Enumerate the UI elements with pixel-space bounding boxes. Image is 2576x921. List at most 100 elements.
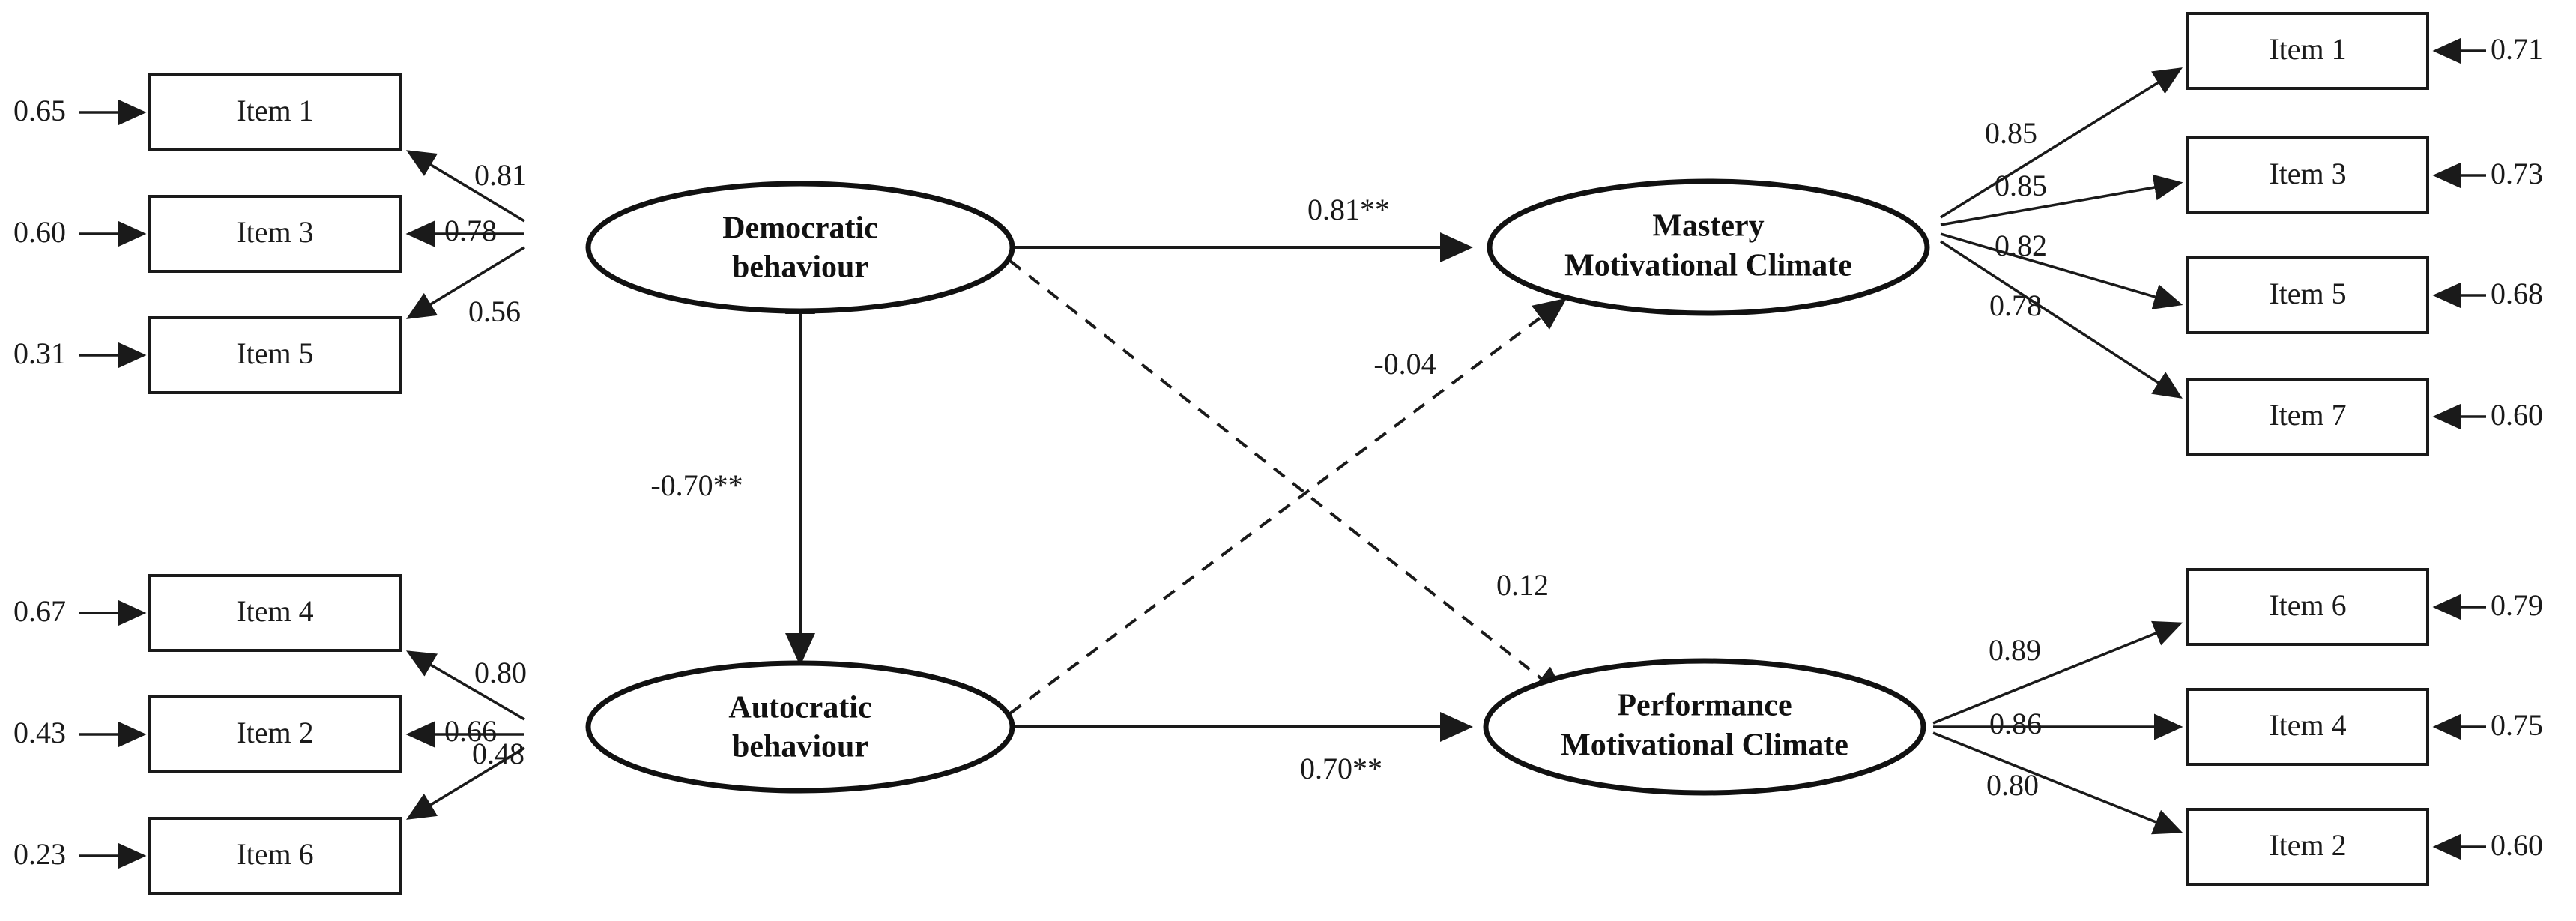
- indicator-box[interactable]: [2186, 688, 2429, 766]
- path-line: [1009, 298, 1567, 715]
- indicator-mastery-2[interactable]: Item 5 0.68 0.82: [1940, 229, 2543, 334]
- latent-label-line2: Motivational Climate: [1564, 249, 1852, 283]
- loading-arrow: [1940, 240, 2183, 399]
- loading-arrow: [406, 246, 525, 319]
- indicator-label: Item 6: [236, 837, 313, 871]
- loading-value: 0.81: [474, 158, 527, 192]
- path-coefficient: -0.70**: [650, 468, 743, 502]
- error-value: 0.60: [13, 215, 66, 249]
- loading-arrow: [1940, 232, 2183, 309]
- loading-value: 0.56: [468, 295, 521, 328]
- path-auto-mastery[interactable]: -0.04: [1009, 298, 1567, 715]
- loading-arrow: [1932, 731, 2183, 835]
- indicator-box[interactable]: [148, 695, 402, 773]
- loading-value: 0.80: [1986, 768, 2039, 802]
- indicator-performance-0[interactable]: Item 6 0.79 0.89: [1932, 568, 2543, 725]
- indicator-box[interactable]: [148, 316, 402, 394]
- indicator-box[interactable]: [2186, 136, 2429, 214]
- latent-label-line1: Autocratic: [728, 691, 871, 725]
- latent-ellipse[interactable]: [1487, 178, 1930, 316]
- loading-arrow: [405, 150, 525, 223]
- error-value: 0.79: [2491, 588, 2543, 622]
- error-value: 0.60: [2491, 828, 2543, 862]
- latent-ellipse[interactable]: [585, 181, 1015, 314]
- loading-arrow: [1940, 174, 2183, 226]
- indicator-label: Item 1: [2269, 32, 2346, 66]
- loading-arrow: [1932, 620, 2183, 725]
- loading-arrow: [405, 650, 525, 721]
- indicator-label: Item 5: [2269, 277, 2346, 310]
- loading-value: 0.48: [472, 737, 524, 770]
- indicator-autocratic-1[interactable]: Item 2 0.43 0.66: [13, 695, 524, 773]
- latent-performance[interactable]: Performance Motivational Climate: [1483, 658, 1926, 796]
- indicator-label: Item 3: [236, 215, 313, 249]
- indicator-box[interactable]: [2186, 808, 2429, 886]
- loading-value: 0.66: [444, 714, 497, 748]
- path-dem-performance[interactable]: 0.12: [1009, 259, 1567, 699]
- path-coefficient: 0.81**: [1307, 193, 1390, 226]
- latent-mastery[interactable]: Mastery Motivational Climate: [1487, 178, 1930, 316]
- latent-variables: Democratic behaviour Autocratic behaviou…: [585, 178, 1930, 796]
- latent-label-line1: Democratic: [722, 211, 878, 246]
- indicator-box[interactable]: [2186, 568, 2429, 646]
- indicator-mastery-3[interactable]: Item 7 0.60 0.78: [1940, 240, 2543, 456]
- latent-label-line2: behaviour: [732, 250, 868, 285]
- path-coefficient: -0.04: [1373, 347, 1436, 381]
- indicator-label: Item 2: [236, 716, 313, 749]
- indicator-group-democratic: Item 1 0.65 0.81 Item 3 0.60 0.78 Item 5…: [13, 73, 527, 394]
- indicator-box[interactable]: [2186, 378, 2429, 456]
- path-auto-performance[interactable]: 0.70**: [1012, 712, 1473, 785]
- loading-value: 0.80: [474, 656, 527, 689]
- loading-value: 0.85: [1985, 116, 2037, 150]
- indicator-performance-1[interactable]: Item 4 0.75 0.86: [1933, 688, 2543, 766]
- path-dem-auto-correlation[interactable]: -0.70**: [650, 281, 815, 666]
- indicator-label: Item 5: [236, 336, 313, 370]
- indicator-label: Item 3: [2269, 157, 2346, 190]
- indicator-box[interactable]: [2186, 12, 2429, 90]
- latent-ellipse[interactable]: [585, 660, 1015, 794]
- path-coefficient: 0.70**: [1300, 752, 1382, 785]
- latent-label-line1: Performance: [1617, 689, 1792, 723]
- error-value: 0.43: [13, 716, 66, 749]
- indicator-label: Item 4: [236, 594, 313, 628]
- indicator-democratic-1[interactable]: Item 3 0.60 0.78: [13, 195, 524, 273]
- error-value: 0.75: [2491, 708, 2543, 742]
- indicator-box[interactable]: [148, 574, 402, 652]
- loading-value: 0.86: [1989, 707, 2042, 740]
- latent-democratic[interactable]: Democratic behaviour: [585, 181, 1015, 314]
- indicator-autocratic-0[interactable]: Item 4 0.67 0.80: [13, 574, 527, 721]
- indicator-mastery-0[interactable]: Item 1 0.71 0.85: [1940, 12, 2543, 219]
- indicator-box[interactable]: [148, 817, 402, 895]
- latent-autocratic[interactable]: Autocratic behaviour: [585, 660, 1015, 794]
- latent-ellipse[interactable]: [1483, 658, 1926, 796]
- error-value: 0.23: [13, 837, 66, 871]
- error-value: 0.68: [2491, 277, 2543, 310]
- error-value: 0.67: [13, 594, 66, 628]
- error-value: 0.60: [2491, 398, 2543, 432]
- indicator-democratic-2[interactable]: Item 5 0.31 0.56: [13, 246, 525, 394]
- indicator-performance-2[interactable]: Item 2 0.60 0.80: [1932, 731, 2543, 886]
- indicator-label: Item 2: [2269, 828, 2346, 862]
- latent-label-line1: Mastery: [1652, 209, 1764, 244]
- latent-label-line2: behaviour: [732, 730, 868, 764]
- loading-arrow: [406, 746, 525, 820]
- indicator-autocratic-2[interactable]: Item 6 0.23 0.48: [13, 737, 525, 895]
- indicator-mastery-1[interactable]: Item 3 0.73 0.85: [1940, 136, 2543, 226]
- indicator-box[interactable]: [148, 73, 402, 151]
- indicator-box[interactable]: [148, 195, 402, 273]
- indicator-democratic-0[interactable]: Item 1 0.65 0.81: [13, 73, 527, 223]
- error-value: 0.31: [13, 336, 66, 370]
- loading-value: 0.78: [444, 214, 497, 247]
- indicator-box[interactable]: [2186, 256, 2429, 334]
- loading-value: 0.82: [1995, 229, 2047, 262]
- loading-value: 0.89: [1989, 633, 2041, 667]
- structural-paths: 0.81** 0.12 -0.04 0.70** -0.70**: [650, 193, 1567, 785]
- loading-value: 0.85: [1995, 169, 2047, 202]
- error-value: 0.71: [2491, 32, 2543, 66]
- error-value: 0.73: [2491, 157, 2543, 190]
- loading-arrow: [1940, 67, 2183, 219]
- loading-value: 0.78: [1989, 289, 2042, 322]
- path-dem-mastery[interactable]: 0.81**: [1012, 193, 1473, 262]
